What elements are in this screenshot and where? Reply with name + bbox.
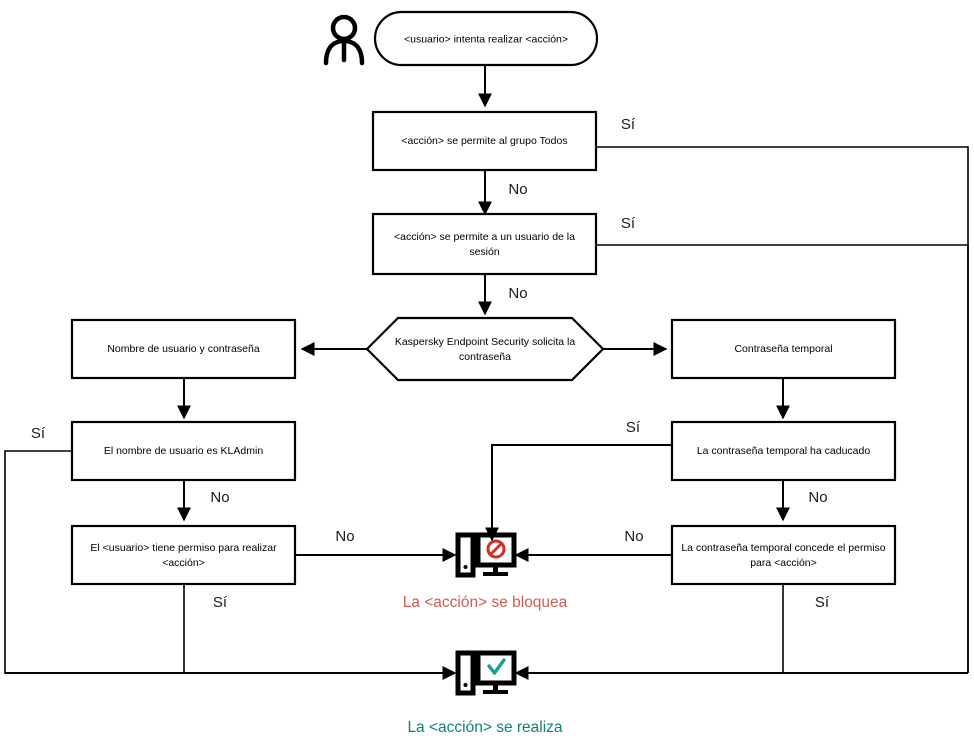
node-username-password-label: Nombre de usuario y contraseña xyxy=(107,343,259,355)
node-session-user-label-line2: sesión xyxy=(469,246,500,258)
edge-label-everyone-no: No xyxy=(508,181,527,198)
node-temp-expired-label: La contraseña temporal ha caducado xyxy=(697,445,871,457)
edge-expired-yes-to-blocked xyxy=(485,444,672,542)
edge-session-yes-to-allowed xyxy=(596,244,969,673)
node-is-kladmin-label: El nombre de usuario es KLAdmin xyxy=(104,445,263,457)
node-everyone-group-label: <acción> se permite al grupo Todos xyxy=(401,135,567,147)
edge-label-grants-yes: Sí xyxy=(815,594,830,611)
node-start-label: <usuario> intenta realizar <acción> xyxy=(404,33,568,45)
edge-label-expired-no: No xyxy=(808,489,827,506)
edge-label-grants-no: No xyxy=(624,528,643,545)
edge-label-permission-yes: Sí xyxy=(213,594,228,611)
node-is-kladmin[interactable] xyxy=(70,420,297,482)
blocked-outcome-label: La <acción> se bloquea xyxy=(403,594,568,611)
node-user-has-permission-line1: El <usuario> tiene permiso para realizar xyxy=(90,542,277,554)
node-kes-prompt-label-line2: contraseña xyxy=(459,351,511,363)
edge-label-kladmin-no: No xyxy=(210,489,229,506)
node-user-has-permission-line2: <acción> xyxy=(162,557,205,569)
node-user-has-permission[interactable] xyxy=(70,524,297,586)
node-kes-prompt-label-line1: Kaspersky Endpoint Security solicita la xyxy=(395,336,575,348)
edge-label-kladmin-yes: Sí xyxy=(31,425,46,442)
edge-label-everyone-yes: Sí xyxy=(621,116,636,133)
computer-blocked-icon xyxy=(455,532,517,578)
computer-allowed-icon xyxy=(455,650,517,696)
node-username-password[interactable] xyxy=(70,318,297,380)
node-temp-grants-line1: La contraseña temporal concede el permis… xyxy=(681,542,885,554)
node-everyone-group[interactable] xyxy=(371,110,598,172)
edge-label-session-no: No xyxy=(508,285,527,302)
node-temp-password-label: Contraseña temporal xyxy=(734,343,832,355)
node-temp-grants-line2: para <acción> xyxy=(750,557,817,569)
node-session-user-label-line1: <acción> se permite a un usuario de la xyxy=(394,231,575,243)
node-temp-expired[interactable] xyxy=(670,420,897,482)
edge-label-permission-no: No xyxy=(335,528,354,545)
node-session-user[interactable] xyxy=(371,212,598,276)
node-temp-grants-permission[interactable] xyxy=(670,524,897,586)
node-start[interactable] xyxy=(373,10,599,67)
person-icon xyxy=(323,14,365,66)
edge-label-session-yes: Sí xyxy=(621,215,636,232)
node-temp-password[interactable] xyxy=(670,318,897,380)
node-kes-password-prompt[interactable] xyxy=(365,316,605,382)
allowed-outcome-label: La <acción> se realiza xyxy=(407,719,562,736)
edge-label-expired-yes: Sí xyxy=(626,419,641,436)
